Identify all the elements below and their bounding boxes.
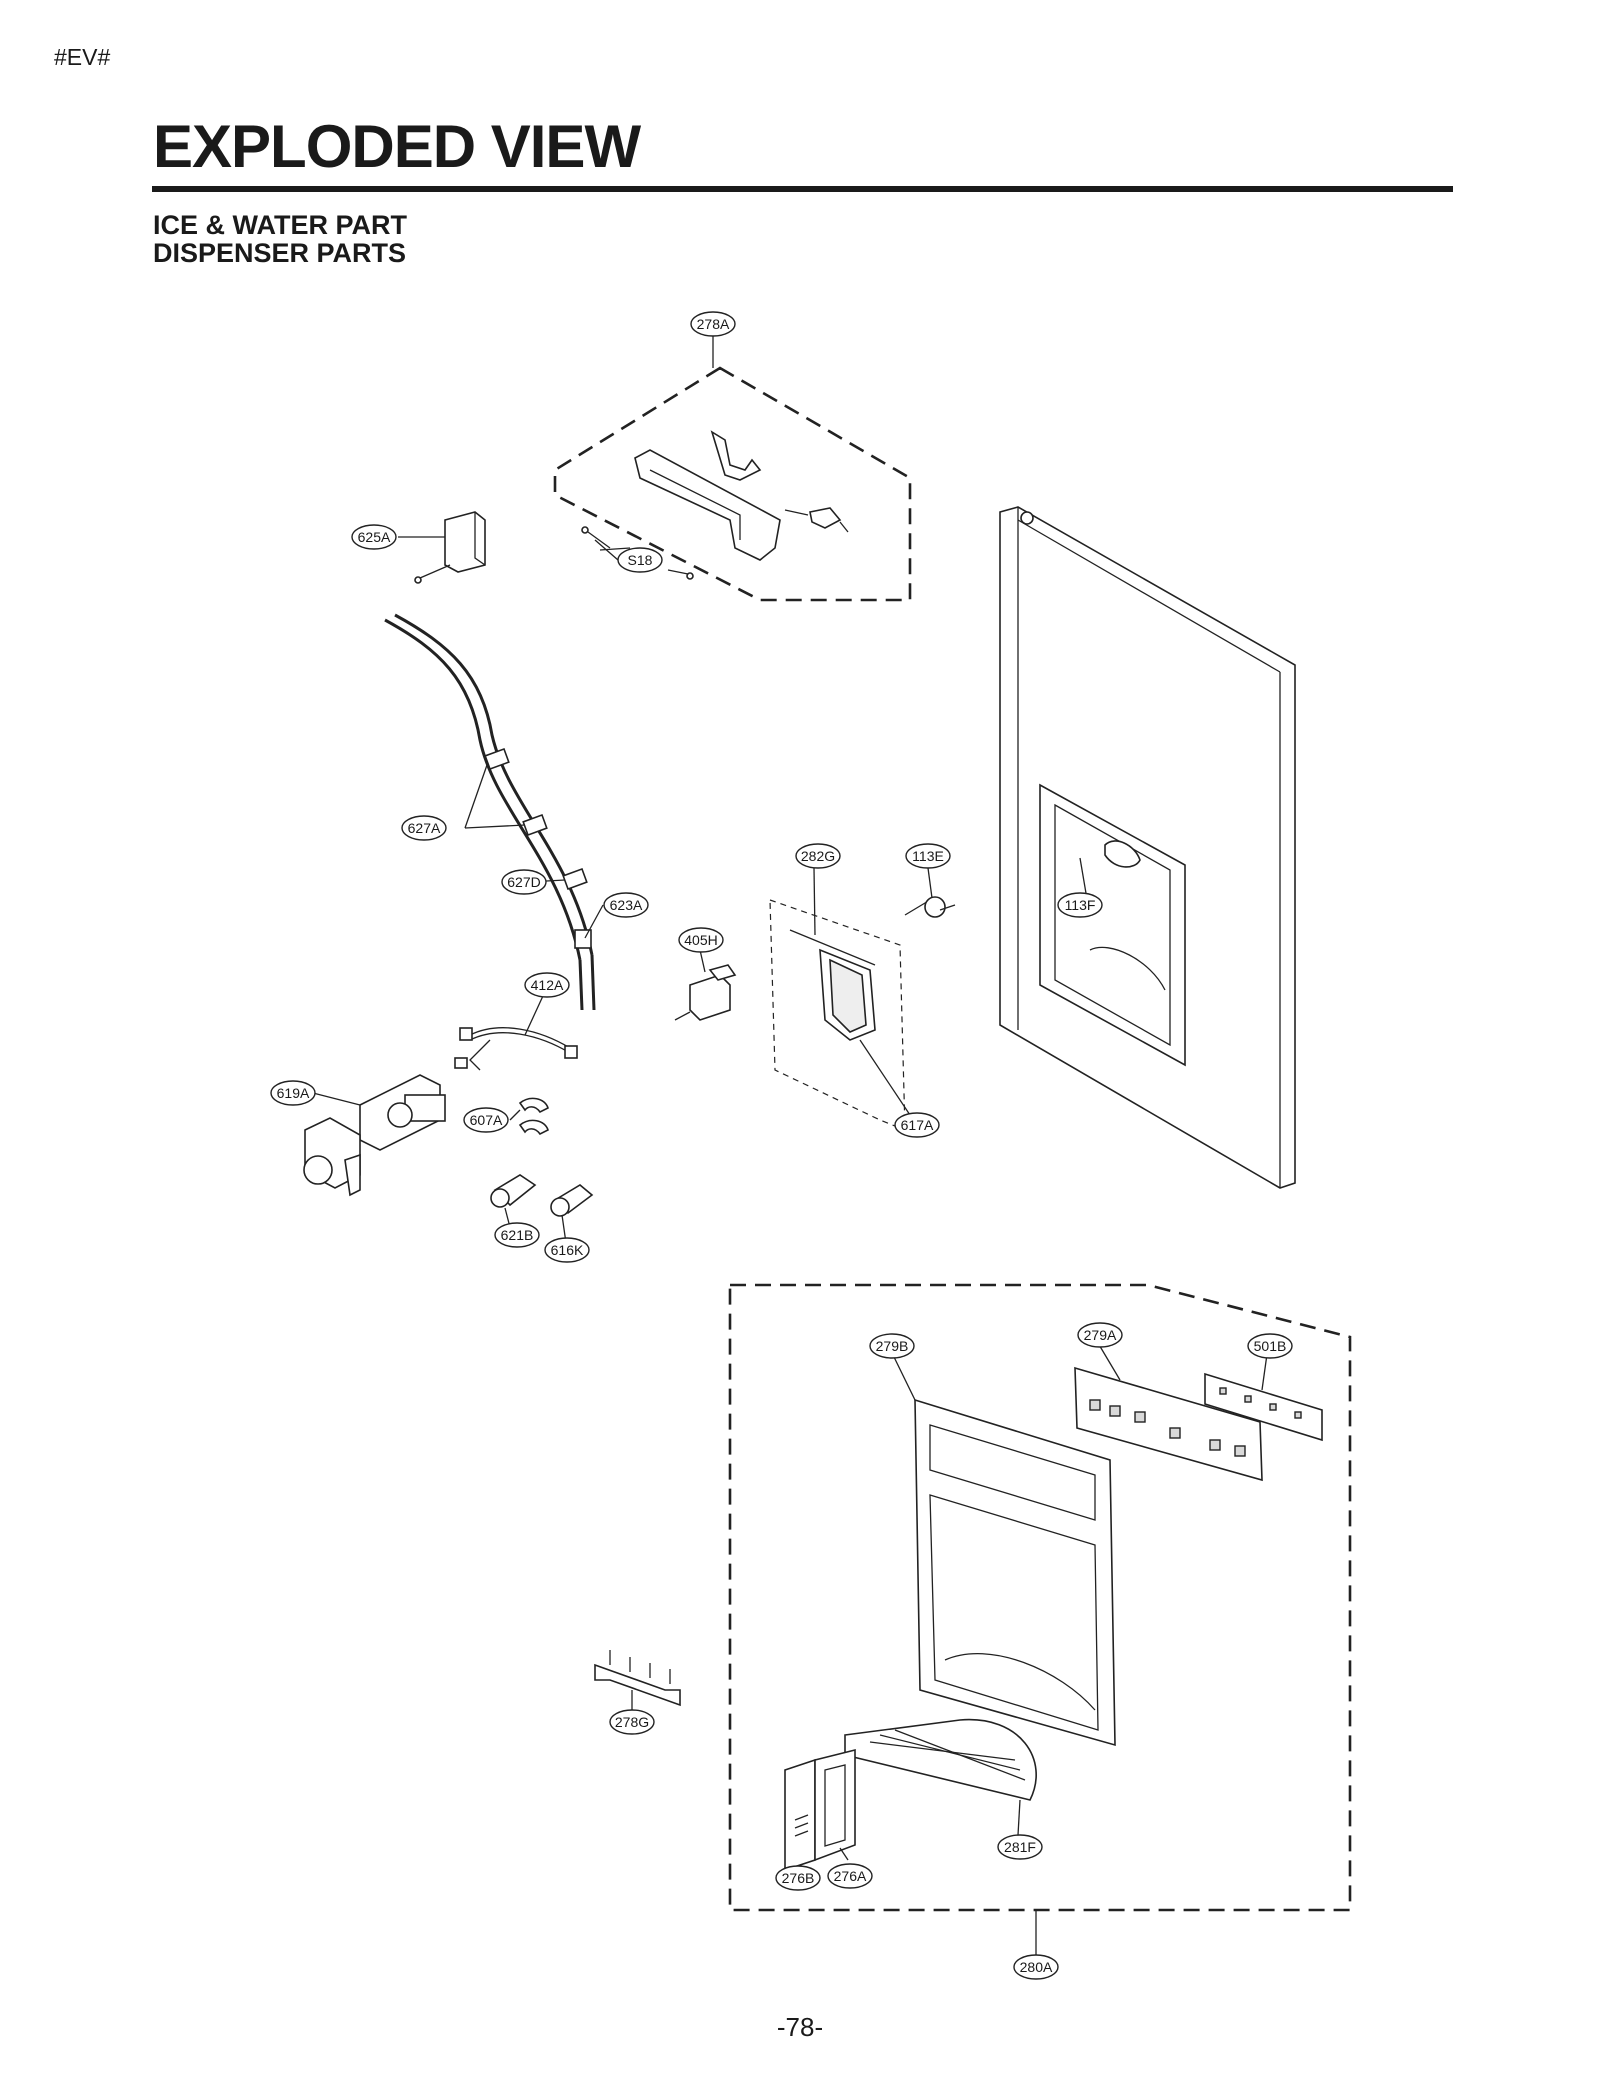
callout-279b: 279B <box>869 1333 915 1359</box>
part-solenoid-405h <box>674 964 737 1021</box>
callout-501b: 501B <box>1247 1333 1293 1359</box>
svg-text:627A: 627A <box>408 820 441 836</box>
svg-text:279A: 279A <box>1084 1327 1117 1343</box>
svg-text:621B: 621B <box>501 1227 534 1243</box>
svg-text:627D: 627D <box>507 874 540 890</box>
svg-text:625A: 625A <box>358 529 391 545</box>
part-dispenser-actuator <box>769 899 906 1131</box>
callout-625a: 625A <box>351 524 397 550</box>
callout-627a: 627A <box>401 815 447 841</box>
document-id: #EV# <box>54 44 111 70</box>
callout-607a: 607A <box>463 1107 509 1133</box>
svg-text:276A: 276A <box>834 1868 867 1884</box>
part-625a-housing <box>414 511 486 584</box>
svg-text:281F: 281F <box>1004 1839 1036 1855</box>
title-rule <box>152 186 1453 192</box>
part-filter-door-276 <box>784 1748 856 1872</box>
svg-text:282G: 282G <box>801 848 835 864</box>
part-dispenser-bracket <box>634 430 849 561</box>
svg-text:280A: 280A <box>1020 1959 1053 1975</box>
svg-text:607A: 607A <box>470 1112 503 1128</box>
svg-text:617A: 617A <box>901 1117 934 1133</box>
svg-text:278G: 278G <box>615 1714 649 1730</box>
part-pcb-501b <box>1204 1372 1323 1442</box>
callout-282g: 282G <box>795 843 841 869</box>
callout-616k: 616K <box>544 1237 590 1263</box>
part-water-tubes <box>384 613 596 1011</box>
leader-lines <box>312 336 1269 1955</box>
svg-text:S18: S18 <box>628 552 653 568</box>
callout-619a: 619A <box>270 1080 316 1106</box>
page-title: EXPLODED VIEW <box>153 113 641 180</box>
part-clips <box>518 1097 549 1136</box>
callout-623a: 623A <box>603 892 649 918</box>
screws-s18 <box>581 526 694 580</box>
callout-279a: 279A <box>1077 1322 1123 1348</box>
callout-280a: 280A <box>1013 1954 1059 1980</box>
part-wire-harness <box>454 1027 578 1071</box>
svg-text:113F: 113F <box>1065 897 1096 913</box>
svg-text:405H: 405H <box>684 932 717 948</box>
callout-405h: 405H <box>678 927 724 953</box>
callout-412a: 412A <box>524 972 570 998</box>
callout-113e: 113E <box>905 843 951 869</box>
svg-text:412A: 412A <box>531 977 564 993</box>
callout-276a: 276A <box>827 1863 873 1889</box>
svg-text:501B: 501B <box>1254 1338 1287 1354</box>
part-door-panel <box>999 506 1296 1189</box>
part-water-valve <box>303 1074 446 1197</box>
part-fittings <box>490 1174 594 1217</box>
callout-278a: 278A <box>690 311 736 337</box>
part-bracket-278g <box>594 1650 681 1707</box>
svg-text:616K: 616K <box>551 1242 584 1258</box>
svg-text:113E: 113E <box>912 848 944 864</box>
callout-113f: 113F <box>1057 892 1103 918</box>
callout-281f: 281F <box>997 1834 1043 1860</box>
svg-text:619A: 619A <box>277 1085 310 1101</box>
callout-278g: 278G <box>609 1709 655 1735</box>
svg-text:276B: 276B <box>782 1870 815 1886</box>
svg-text:279B: 279B <box>876 1338 909 1354</box>
callout-s18: S18 <box>617 547 663 573</box>
svg-text:278A: 278A <box>697 316 730 332</box>
group-278a-outline <box>553 366 912 602</box>
callout-617a: 617A <box>894 1112 940 1138</box>
callout-627d: 627D <box>501 869 547 895</box>
part-display-panel-279a <box>1074 1366 1263 1482</box>
part-dispenser-cover <box>914 1398 1116 1747</box>
part-drip-tray-281f <box>844 1718 1037 1801</box>
section-subtitle: ICE & WATER PART <box>153 210 407 240</box>
svg-text:623A: 623A <box>610 897 643 913</box>
callout-276b: 276B <box>775 1865 821 1891</box>
section-subtitle-2: DISPENSER PARTS <box>153 238 407 268</box>
callout-621b: 621B <box>494 1222 540 1248</box>
part-spring-113e <box>904 896 956 918</box>
page-number: -78- <box>776 2012 824 2042</box>
